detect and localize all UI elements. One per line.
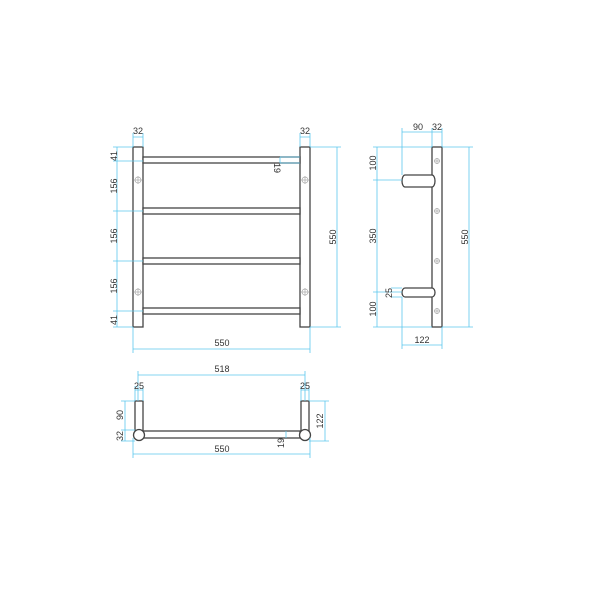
- dim-label: 100: [368, 301, 378, 316]
- left-arm: [134, 400, 144, 434]
- dim-label: 550: [214, 338, 229, 348]
- right-arm: [300, 400, 310, 434]
- dim-label: 41: [109, 315, 119, 325]
- dim-label: 32: [300, 126, 310, 136]
- top-view: 518 25 25 90 32 122 19 550: [115, 364, 329, 458]
- top-dimension-lines: [121, 371, 329, 458]
- dim-label: 32: [115, 431, 125, 441]
- top-arm: [401, 174, 436, 188]
- dim-label: 156: [109, 278, 119, 293]
- right-post: [299, 146, 311, 328]
- dim-label: 350: [368, 228, 378, 243]
- dim-label: 518: [214, 364, 229, 374]
- dim-label: 25: [134, 381, 144, 391]
- front-view: 32 32 41 156 156 156 41 19 550 550: [109, 126, 341, 353]
- rail: [142, 257, 301, 265]
- rails: [142, 156, 301, 315]
- dim-label: 100: [368, 155, 378, 170]
- dim-label: 90: [115, 410, 125, 420]
- dim-label: 550: [460, 229, 470, 244]
- side-view: 90 32 100 350 100 25 550 122: [368, 122, 473, 349]
- side-post: [431, 146, 443, 328]
- dim-label: 25: [384, 288, 394, 298]
- left-post: [132, 146, 144, 328]
- dim-label: 122: [315, 413, 325, 428]
- side-dimension-lines: [373, 128, 473, 349]
- dim-label: 25: [300, 381, 310, 391]
- right-post-section: [298, 428, 312, 442]
- dim-label: 19: [276, 438, 286, 448]
- dim-label: 156: [109, 178, 119, 193]
- dim-label: 32: [133, 126, 143, 136]
- mounting-hole-icons: [134, 176, 309, 296]
- dim-label: 90: [413, 122, 423, 132]
- rail: [142, 156, 301, 164]
- rail: [142, 307, 301, 315]
- mounting-hole-icons: [434, 158, 440, 314]
- left-post-section: [132, 428, 146, 442]
- dim-label: 550: [214, 444, 229, 454]
- front-dimension-lines: [113, 133, 341, 353]
- dim-label: 122: [414, 335, 429, 345]
- rail: [142, 430, 301, 439]
- dim-label: 550: [328, 229, 338, 244]
- dim-label: 41: [109, 151, 119, 161]
- dim-label: 19: [272, 163, 282, 173]
- dim-label: 32: [432, 122, 442, 132]
- dim-label: 156: [109, 228, 119, 243]
- rail: [142, 207, 301, 215]
- bottom-arm: [401, 287, 436, 298]
